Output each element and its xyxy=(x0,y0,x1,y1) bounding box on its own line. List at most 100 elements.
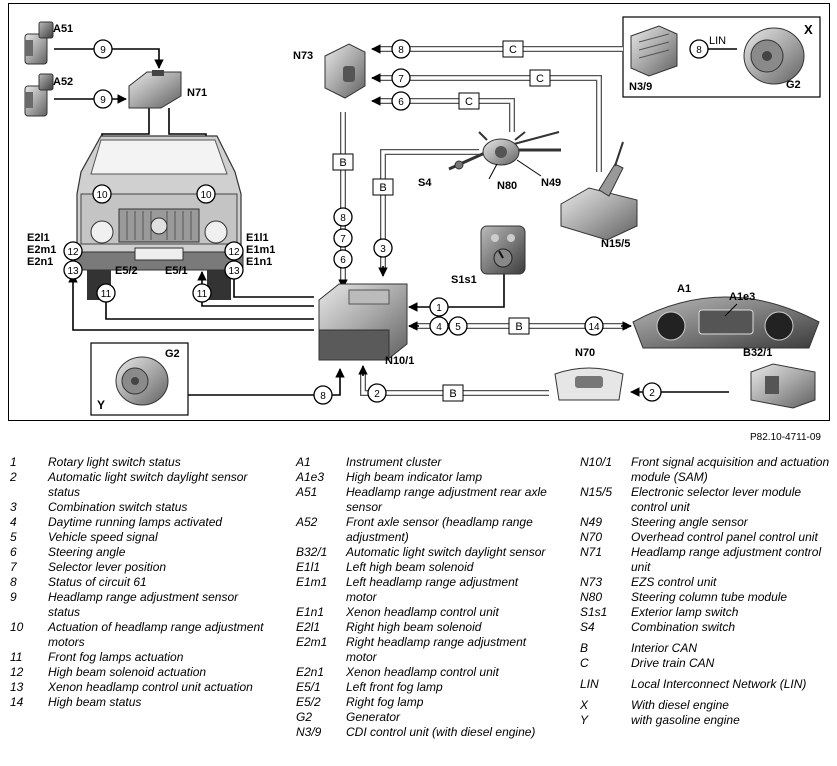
label-e1l1: E1l1 xyxy=(246,232,269,244)
signal-9-a52: 9 xyxy=(93,89,113,109)
legend-key: 10 xyxy=(10,620,24,634)
system-diagram: X Y A51 xyxy=(24,16,821,416)
svg-text:B: B xyxy=(339,157,346,169)
signal-11-right: 11 xyxy=(192,283,212,303)
label-n3-9: N3/9 xyxy=(629,81,652,93)
legend-description: Steering angle xyxy=(48,545,126,559)
legend-description: Exterior lamp switch xyxy=(631,605,739,619)
s1s1-light-switch xyxy=(480,225,526,275)
label-e1n1: E1n1 xyxy=(246,256,272,268)
legend-key: 13 xyxy=(10,680,24,694)
legend-key: X xyxy=(580,698,589,712)
svg-text:C: C xyxy=(536,73,544,85)
signal-9-a51: 9 xyxy=(93,39,113,59)
legend-row: B32/1 Automatic light switch daylight sen… xyxy=(296,545,551,560)
svg-text:4: 4 xyxy=(436,322,442,333)
svg-text:8: 8 xyxy=(340,213,346,224)
svg-text:12: 12 xyxy=(67,247,79,258)
legend-description: Left headlamp range adjustment motor xyxy=(346,575,519,604)
legend-key: G2 xyxy=(296,710,313,724)
signal-8-bus: 8 xyxy=(333,207,353,227)
legend-description: Automatic light switch daylight sensor xyxy=(346,545,546,559)
signal-2-b32: 2 xyxy=(642,382,662,402)
signal-7-bus: 7 xyxy=(333,228,353,248)
signal-8-top: 8 xyxy=(391,39,411,59)
signal-8-lin: 8 xyxy=(689,39,709,59)
signal-4: 4 xyxy=(429,316,449,336)
legend-description: Rotary light switch status xyxy=(48,455,181,469)
legend-key: 3 xyxy=(10,500,17,514)
svg-text:7: 7 xyxy=(340,234,346,245)
legend-description: Drive train CAN xyxy=(631,656,715,670)
legend-key: 9 xyxy=(10,590,17,604)
svg-text:1: 1 xyxy=(436,303,442,314)
legend-description: Daytime running lamps activated xyxy=(48,515,223,529)
label-n73: N73 xyxy=(293,50,313,62)
legend-description: Left high beam solenoid xyxy=(346,560,474,574)
legend-row: 14 High beam status xyxy=(10,695,265,710)
legend-key: N3/9 xyxy=(296,725,322,739)
legend-key: N73 xyxy=(580,575,603,589)
svg-text:5: 5 xyxy=(455,322,461,333)
legend-description: Interior CAN xyxy=(631,641,698,655)
signal-11-left: 11 xyxy=(96,283,116,303)
legend-key: 2 xyxy=(10,470,17,484)
legend-row: S4 Combination switch xyxy=(580,620,832,635)
bus-box-c-8: C xyxy=(502,40,524,58)
label-n71: N71 xyxy=(187,87,207,99)
legend-key: S4 xyxy=(580,620,595,634)
label-e2m1: E2m1 xyxy=(27,244,56,256)
legend-key: E1n1 xyxy=(296,605,325,619)
legend-key: B32/1 xyxy=(296,545,328,559)
legend-description: Steering angle sensor xyxy=(631,515,748,529)
svg-text:6: 6 xyxy=(340,255,346,266)
label-s4: S4 xyxy=(418,177,432,189)
legend-description: Right fog lamp xyxy=(346,695,424,709)
legend-key: E2m1 xyxy=(296,635,328,649)
legend-key: 14 xyxy=(10,695,24,709)
legend-key: 6 xyxy=(10,545,17,559)
signal-14: 14 xyxy=(584,316,604,336)
legend-key: E2n1 xyxy=(296,665,325,679)
wire-n10-left-13 xyxy=(68,273,314,331)
svg-text:B: B xyxy=(449,388,456,400)
legend-description: Instrument cluster xyxy=(346,455,442,469)
bus-box-b-a1: B xyxy=(508,317,530,335)
legend-key: E1m1 xyxy=(296,575,328,589)
n73-ezs-unit xyxy=(324,43,366,99)
signal-12-right: 12 xyxy=(224,241,244,261)
g2-generator-gasoline xyxy=(115,356,169,406)
svg-text:13: 13 xyxy=(67,266,79,277)
svg-text:B: B xyxy=(379,182,386,194)
legend-key: A1 xyxy=(296,455,311,469)
signal-10-left: 10 xyxy=(92,184,112,204)
legend-key: N80 xyxy=(580,590,603,604)
svg-text:9: 9 xyxy=(100,95,106,106)
signal-6-bus: 6 xyxy=(333,249,353,269)
legend-description: High beam status xyxy=(48,695,142,709)
legend-key: Y xyxy=(580,713,589,727)
legend-description: Xenon headlamp control unit actuation xyxy=(48,680,253,694)
legend-key: E2l1 xyxy=(296,620,321,634)
svg-text:C: C xyxy=(509,44,517,56)
legend-description: Combination switch xyxy=(631,620,736,634)
svg-text:2: 2 xyxy=(374,389,380,400)
legend-key: N10/1 xyxy=(580,455,613,469)
legend-key: 7 xyxy=(10,560,17,574)
label-n70: N70 xyxy=(575,347,595,359)
wire-n10-right-fog xyxy=(197,271,314,307)
legend-description: Headlamp range adjustment rear axle sens… xyxy=(346,485,547,514)
bus-box-b-n73: B xyxy=(332,153,354,171)
